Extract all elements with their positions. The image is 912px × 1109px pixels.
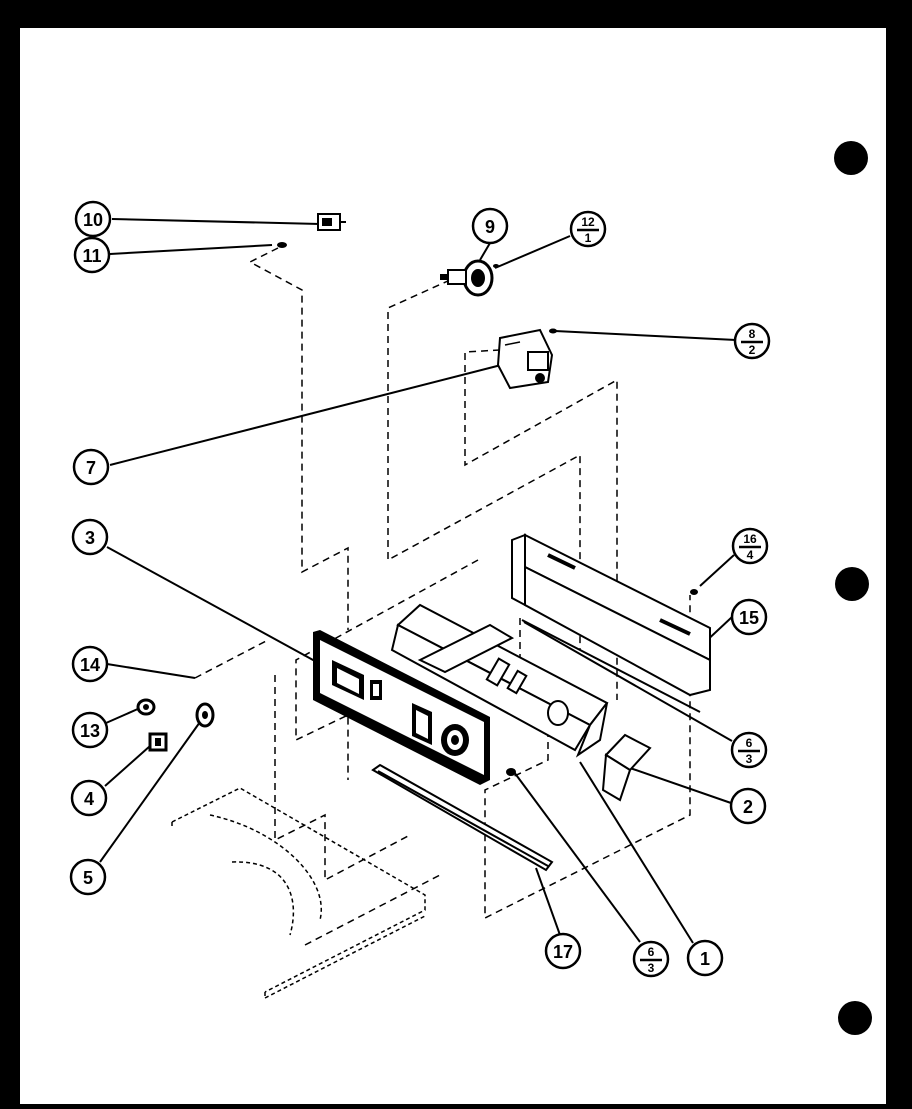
binder-hole-middle bbox=[835, 567, 869, 601]
part-2-strip bbox=[601, 733, 652, 802]
callout-7-label: 7 bbox=[86, 458, 96, 478]
callout-12-1-top: 12 bbox=[581, 215, 595, 229]
leader-8-2 bbox=[554, 330, 737, 341]
part-6-rod bbox=[521, 619, 701, 713]
guide-line-zigzag-2 bbox=[274, 675, 411, 882]
part-3-control-panel bbox=[313, 630, 490, 785]
callout-8-2-top: 8 bbox=[749, 327, 756, 341]
part-6-screw bbox=[506, 768, 516, 776]
cabinet-top bbox=[171, 787, 426, 999]
callout-9: 9 bbox=[471, 207, 509, 245]
part-7-timer bbox=[496, 328, 554, 390]
guide-line-base bbox=[304, 874, 441, 946]
callout-9-label: 9 bbox=[485, 217, 495, 237]
leader-16-4 bbox=[699, 554, 735, 587]
part-15-bracket bbox=[511, 533, 711, 697]
part-12-screw bbox=[493, 264, 499, 268]
guide-line-14 bbox=[194, 639, 269, 679]
leader-6-3-bottom bbox=[513, 771, 641, 943]
callout-5: 5 bbox=[69, 858, 107, 896]
callout-3: 3 bbox=[71, 518, 109, 556]
leader-5 bbox=[99, 721, 201, 863]
callout-11-label: 11 bbox=[82, 246, 101, 266]
callout-2-label: 2 bbox=[743, 797, 753, 817]
leader-17 bbox=[535, 867, 561, 936]
callout-15-label: 15 bbox=[739, 608, 759, 628]
callout-10-label: 10 bbox=[83, 210, 103, 230]
callout-1-label: 1 bbox=[700, 949, 710, 969]
callout-10: 10 bbox=[74, 200, 112, 238]
callout-2: 2 bbox=[729, 787, 767, 825]
guide-line-zigzag-1 bbox=[295, 559, 479, 780]
callout-14: 14 bbox=[71, 645, 109, 683]
part-10-terminal bbox=[317, 213, 346, 231]
part-11-screw bbox=[277, 242, 287, 248]
part-9-switch bbox=[440, 259, 494, 297]
leader-6-3-right bbox=[523, 621, 733, 742]
leader-4 bbox=[104, 745, 151, 787]
leader-2 bbox=[629, 767, 732, 804]
callout-16-4: 16 4 bbox=[731, 527, 769, 565]
binder-hole-top bbox=[834, 141, 868, 175]
callout-6-3-bottom: 6 3 bbox=[632, 940, 670, 978]
callout-5-label: 5 bbox=[83, 868, 93, 888]
leader-10 bbox=[111, 218, 321, 225]
callout-8-2-bottom: 2 bbox=[749, 343, 756, 357]
callout-12-1-bottom: 1 bbox=[585, 231, 592, 245]
callout-12-1: 12 1 bbox=[569, 210, 607, 248]
callout-16-4-top: 16 bbox=[743, 532, 757, 546]
callout-17: 17 bbox=[544, 932, 582, 970]
callout-1: 1 bbox=[686, 939, 724, 977]
callout-16-4-bottom: 4 bbox=[747, 548, 754, 562]
callout-3-label: 3 bbox=[85, 528, 95, 548]
callout-6-3-right: 6 3 bbox=[730, 731, 768, 769]
part-16-screw bbox=[690, 589, 698, 595]
leader-11 bbox=[109, 244, 273, 255]
callout-13-label: 13 bbox=[80, 721, 100, 741]
callout-6-3a-bottom: 3 bbox=[746, 752, 753, 766]
part-17-strip bbox=[371, 763, 554, 872]
binder-hole-bottom bbox=[838, 1001, 872, 1035]
leader-13 bbox=[105, 707, 141, 724]
callouts: 10 11 9 12 1 8 2 7 3 bbox=[69, 200, 771, 978]
paper-sheet bbox=[20, 28, 886, 1104]
callout-13: 13 bbox=[71, 711, 109, 749]
callout-15: 15 bbox=[730, 598, 768, 636]
guide-line-9 bbox=[387, 279, 581, 650]
guide-line-right bbox=[484, 595, 691, 920]
callout-4: 4 bbox=[70, 779, 108, 817]
part-5-washer bbox=[195, 702, 215, 728]
leader-9 bbox=[479, 242, 491, 261]
callout-6-3a-top: 6 bbox=[746, 736, 753, 750]
callout-4-label: 4 bbox=[84, 789, 94, 809]
guide-line-11 bbox=[248, 247, 349, 630]
dashed-guide-lines bbox=[194, 247, 691, 946]
leader-1 bbox=[579, 761, 694, 944]
leader-7 bbox=[109, 363, 506, 466]
leader-lines bbox=[99, 218, 737, 944]
leader-14 bbox=[106, 663, 196, 679]
guide-line-7 bbox=[464, 349, 618, 700]
callout-17-label: 17 bbox=[553, 942, 573, 962]
part-1-console-housing bbox=[390, 603, 609, 758]
callout-11: 11 bbox=[73, 236, 111, 274]
callout-7: 7 bbox=[72, 448, 110, 486]
callout-6-3b-bottom: 3 bbox=[648, 961, 655, 975]
leader-12-1 bbox=[494, 235, 571, 269]
callout-6-3b-top: 6 bbox=[648, 945, 655, 959]
callout-14-label: 14 bbox=[80, 655, 100, 675]
callout-8-2: 8 2 bbox=[733, 322, 771, 360]
part-13-knob bbox=[136, 698, 156, 716]
part-8-screw bbox=[549, 328, 557, 334]
part-4-knob bbox=[148, 732, 168, 752]
